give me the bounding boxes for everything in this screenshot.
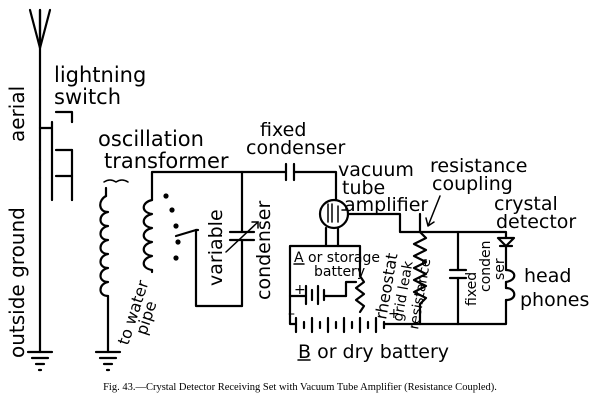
b-battery [288, 294, 422, 334]
aerial-label: aerial [5, 86, 29, 142]
ground-symbol-left [26, 350, 54, 372]
head-phones [456, 268, 516, 326]
figure-caption: Fig. 43.—Crystal Detector Receiving Set … [103, 382, 497, 393]
oscillation-label-2: transformer [104, 149, 229, 173]
crystal-label-2: detector [496, 211, 576, 233]
fixed-condenser-label-1: fixed [260, 119, 306, 141]
fixed-condenser-small-label-1: fixed [464, 272, 480, 306]
vacuum-label-2: tube [342, 177, 385, 199]
aerial-symbol [28, 8, 52, 92]
head-label-2: phones [520, 289, 589, 311]
fixed-condenser-label-2: condenser [246, 137, 345, 159]
resistance-coupling-label-1: resistance [430, 155, 527, 177]
coupling-arrow [425, 195, 441, 227]
vacuum-tube [318, 198, 422, 248]
a-battery-label-1: A or storage [294, 250, 380, 266]
resistance-coupling-label-2: coupling [432, 173, 513, 195]
a-battery-circuit [288, 244, 366, 314]
a-battery-label-2: battery [314, 264, 365, 280]
oscillation-label-1: oscillation [98, 127, 204, 151]
lightning-label-2: switch [54, 85, 121, 109]
top-wire [150, 170, 288, 176]
resistance-coupling [412, 212, 502, 326]
crystal-detector [496, 230, 516, 272]
lightning-switch [38, 88, 74, 202]
fixed-condenser-small-label-2: conden [478, 240, 494, 292]
secondary-coil [142, 172, 200, 274]
fixed-condenser-small-label-3: ser [492, 258, 508, 280]
condenser-label: condenser [253, 201, 275, 300]
vacuum-label-3: amplifier [344, 194, 428, 216]
outside-ground-label: outside ground [5, 207, 29, 358]
b-battery-label: B or dry battery [298, 341, 449, 363]
primary-coil [99, 186, 110, 354]
plus-sign-b: + [388, 306, 400, 322]
brace [103, 179, 129, 183]
lightning-label-1: lightning [54, 63, 146, 87]
head-label-1: head [524, 265, 571, 287]
vacuum-label-1: vacuum [338, 159, 414, 181]
plus-sign-a: + [294, 282, 306, 298]
variable-condenser [225, 170, 259, 308]
crystal-label-1: crystal [494, 193, 558, 215]
variable-label: variable [205, 209, 227, 286]
left-return-wire [194, 228, 244, 308]
minus-sign-b: – [288, 306, 295, 322]
fixed-condenser-top [284, 162, 338, 202]
fixed-condenser-small [448, 230, 468, 326]
ground-symbol-right [94, 350, 122, 372]
